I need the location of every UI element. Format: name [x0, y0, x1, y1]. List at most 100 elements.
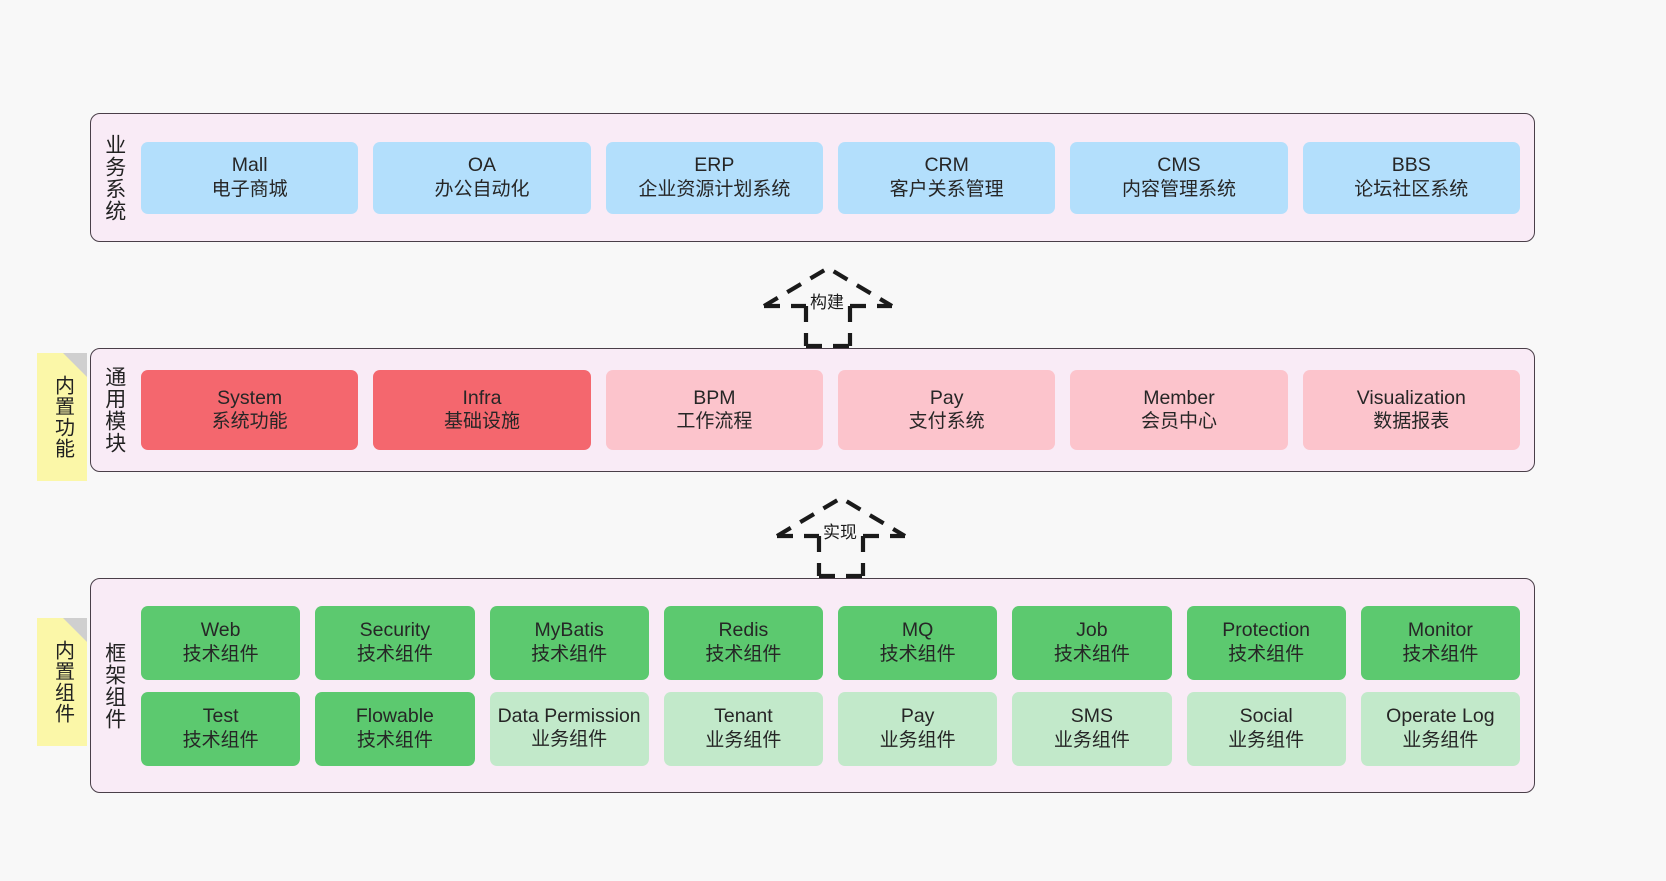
card-erp[interactable]: ERP 企业资源计划系统 [605, 141, 823, 214]
card-web-name: Web [200, 619, 241, 642]
card-monitor-desc: 技术组件 [1402, 643, 1479, 665]
card-oa[interactable]: OA 办公自动化 [373, 141, 591, 214]
card-mall-desc: 电子商城 [211, 178, 288, 200]
card-oa-name: OA [467, 154, 497, 177]
card-monitor[interactable]: Monitor 技术组件 [1360, 605, 1520, 680]
card-data-permission[interactable]: Data Permission 业务组件 [489, 691, 649, 766]
card-pay-component-name: Pay [900, 705, 935, 728]
card-tenant-name: Tenant [714, 705, 773, 728]
layer-common-title: 通用模块 [102, 366, 126, 454]
card-cms-desc: 内容管理系统 [1121, 178, 1236, 200]
layer-business-title: 业务系统 [102, 133, 126, 222]
card-crm[interactable]: CRM 客户关系管理 [837, 141, 1056, 214]
card-social-name: Social [1239, 705, 1293, 728]
connector-build-glyph [762, 265, 894, 349]
connector-build-label: 构建 [810, 293, 844, 312]
card-pay-component-desc: 业务组件 [879, 729, 956, 751]
card-test-desc: 技术组件 [182, 729, 259, 751]
card-security[interactable]: Security 技术组件 [315, 605, 475, 680]
card-system-name: System [217, 386, 283, 409]
card-job[interactable]: Job 技术组件 [1012, 605, 1172, 680]
framework-business-row: Test 技术组件 Flowable 技术组件 Data Permission … [141, 691, 1520, 766]
layer-business-body: Mall 电子商城 OA 办公自动化 ERP 企业资源计划系统 CRM 客户关系… [137, 114, 1534, 241]
card-pay-module-desc: 支付系统 [908, 411, 985, 433]
card-visualization-name: Visualization [1356, 386, 1466, 409]
card-oa-desc: 办公自动化 [434, 178, 530, 200]
connector-implement-label: 实现 [823, 523, 857, 542]
card-redis[interactable]: Redis 技术组件 [663, 605, 823, 680]
card-monitor-name: Monitor [1407, 619, 1473, 642]
card-mybatis-desc: 技术组件 [531, 643, 608, 665]
card-crm-desc: 客户关系管理 [889, 178, 1004, 200]
framework-card-rows: Web 技术组件 Security 技术组件 MyBatis 技术组件 Redi… [141, 592, 1520, 780]
card-operate-log-desc: 业务组件 [1402, 729, 1479, 751]
card-bpm-desc: 工作流程 [676, 411, 753, 433]
card-infra[interactable]: Infra 基础设施 [373, 370, 591, 450]
card-erp-name: ERP [694, 154, 735, 177]
card-infra-name: Infra [462, 386, 502, 409]
layer-business-systems: 业务系统 Mall 电子商城 OA 办公自动化 ERP 企业资源计划系统 CRM… [90, 113, 1535, 242]
card-data-permission-name: Data Permission [497, 705, 641, 728]
card-operate-log[interactable]: Operate Log 业务组件 [1360, 691, 1520, 766]
card-member-desc: 会员中心 [1140, 411, 1217, 433]
card-job-name: Job [1076, 619, 1108, 642]
card-mq-desc: 技术组件 [879, 643, 956, 665]
card-redis-desc: 技术组件 [705, 643, 782, 665]
layer-framework-body: Web 技术组件 Security 技术组件 MyBatis 技术组件 Redi… [137, 579, 1534, 792]
card-tenant[interactable]: Tenant 业务组件 [663, 691, 823, 766]
note-fold-icon [63, 618, 87, 642]
card-crm-name: CRM [924, 154, 969, 177]
card-social[interactable]: Social 业务组件 [1186, 691, 1346, 766]
card-bpm-name: BPM [693, 386, 736, 409]
card-job-desc: 技术组件 [1053, 643, 1130, 665]
card-mybatis-name: MyBatis [534, 619, 604, 642]
card-sms-name: SMS [1070, 705, 1113, 728]
card-protection-desc: 技术组件 [1228, 643, 1305, 665]
card-web[interactable]: Web 技术组件 [141, 605, 301, 680]
card-mybatis[interactable]: MyBatis 技术组件 [489, 605, 649, 680]
card-protection[interactable]: Protection 技术组件 [1186, 605, 1346, 680]
card-mq[interactable]: MQ 技术组件 [838, 605, 998, 680]
card-redis-name: Redis [718, 619, 769, 642]
card-pay-component[interactable]: Pay 业务组件 [838, 691, 998, 766]
framework-tech-row: Web 技术组件 Security 技术组件 MyBatis 技术组件 Redi… [141, 605, 1520, 680]
card-bbs[interactable]: BBS 论坛社区系统 [1302, 141, 1520, 214]
business-card-row: Mall 电子商城 OA 办公自动化 ERP 企业资源计划系统 CRM 客户关系… [141, 141, 1520, 214]
card-flowable[interactable]: Flowable 技术组件 [315, 691, 475, 766]
card-bbs-name: BBS [1391, 154, 1431, 177]
card-infra-desc: 基础设施 [443, 411, 520, 433]
card-data-permission-desc: 业务组件 [531, 729, 608, 751]
card-sms[interactable]: SMS 业务组件 [1012, 691, 1172, 766]
note-builtin-components-label: 内置组件 [51, 640, 74, 724]
card-system[interactable]: System 系统功能 [141, 370, 359, 450]
card-test-name: Test [202, 705, 239, 728]
card-visualization[interactable]: Visualization 数据报表 [1302, 370, 1520, 450]
card-pay-module[interactable]: Pay 支付系统 [837, 370, 1056, 450]
card-protection-name: Protection [1222, 619, 1311, 642]
card-web-desc: 技术组件 [182, 643, 259, 665]
connector-implement: 实现 [773, 492, 933, 579]
layer-common-body: System 系统功能 Infra 基础设施 BPM 工作流程 Pay 支付系统… [137, 349, 1534, 471]
common-card-row: System 系统功能 Infra 基础设施 BPM 工作流程 Pay 支付系统… [141, 370, 1520, 450]
card-mq-name: MQ [901, 619, 934, 642]
card-mall[interactable]: Mall 电子商城 [141, 141, 359, 214]
layer-framework-components: 框架组件 Web 技术组件 Security 技术组件 MyBatis 技术组件 [90, 578, 1535, 793]
card-member-name: Member [1143, 386, 1215, 409]
card-member[interactable]: Member 会员中心 [1070, 370, 1288, 450]
card-sms-desc: 业务组件 [1053, 729, 1130, 751]
card-test[interactable]: Test 技术组件 [141, 691, 301, 766]
layer-common-modules: 通用模块 System 系统功能 Infra 基础设施 BPM 工作流程 Pay… [90, 348, 1535, 472]
card-bpm[interactable]: BPM 工作流程 [605, 370, 823, 450]
card-bbs-desc: 论坛社区系统 [1354, 178, 1469, 200]
layer-framework-title: 框架组件 [102, 641, 126, 730]
connector-implement-glyph [775, 495, 907, 579]
note-fold-icon [63, 353, 87, 377]
card-cms[interactable]: CMS 内容管理系统 [1070, 141, 1288, 214]
note-builtin-features: 内置功能 [37, 353, 87, 481]
card-erp-desc: 企业资源计划系统 [638, 178, 791, 200]
card-security-desc: 技术组件 [356, 643, 433, 665]
card-operate-log-name: Operate Log [1386, 705, 1495, 728]
connector-build: 构建 [760, 262, 920, 349]
card-social-desc: 业务组件 [1228, 729, 1305, 751]
